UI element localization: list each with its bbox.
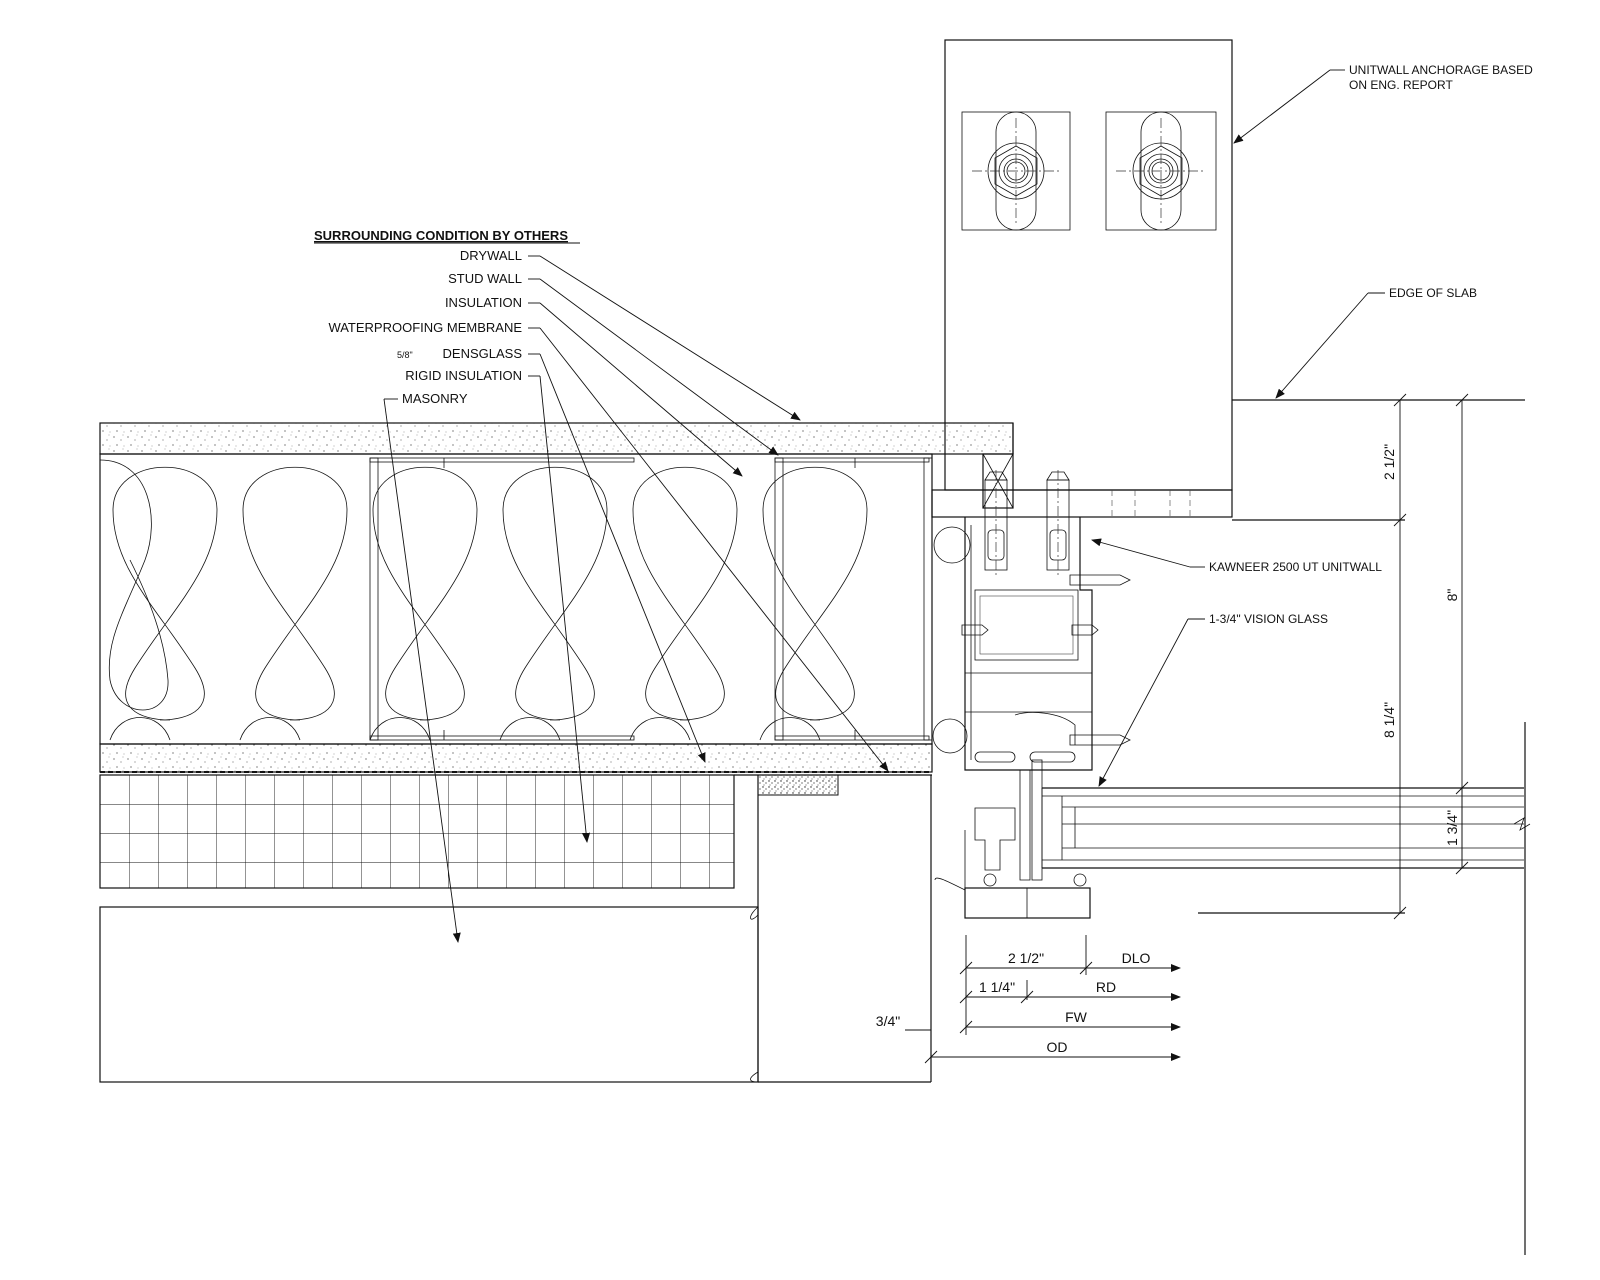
anchor-bolt-right <box>1105 111 1217 231</box>
batt-loop <box>112 467 218 721</box>
label-anchorage-line2: ON ENG. REPORT <box>1349 78 1453 92</box>
label-vision-glass: 1-3/4" VISION GLASS <box>1209 612 1328 626</box>
dim-top-offset: 2 1/2" <box>1381 444 1397 480</box>
vertical-dimensions <box>1393 393 1469 920</box>
batt-arc <box>369 717 431 741</box>
batt-loop <box>112 509 205 721</box>
batt-loop <box>632 509 725 721</box>
label-kawneer-unitwall: KAWNEER 2500 UT UNITWALL <box>1209 560 1382 574</box>
wall-assembly <box>99 422 1014 1083</box>
label-densglass: DENSGLASS <box>443 346 523 361</box>
batt-arc <box>499 717 561 741</box>
dim-fw: FW <box>1065 1009 1088 1025</box>
label-leaders <box>383 255 889 943</box>
batt-loop <box>762 467 868 721</box>
dim-sightline: 2 1/2" <box>1008 950 1044 966</box>
batt-loop <box>372 509 465 721</box>
batt-arc <box>759 717 821 741</box>
batt-arc <box>109 717 171 741</box>
dim-frame-depth: 8 1/4" <box>1381 702 1397 738</box>
dim-gap: 3/4" <box>876 1013 900 1029</box>
surrounding-condition-title: SURROUNDING CONDITION BY OTHERS <box>314 228 568 243</box>
dim-glass-thickness: 1 3/4" <box>1444 810 1460 846</box>
label-drywall: DRYWALL <box>460 248 522 263</box>
label-edge-of-slab: EDGE OF SLAB <box>1389 286 1477 300</box>
dim-bite: 1 1/4" <box>979 979 1015 995</box>
bottom-dimensions <box>905 935 1181 1065</box>
batt-arc <box>629 717 691 741</box>
label-rigid-insulation: RIGID INSULATION <box>405 368 522 383</box>
kawneer-frame <box>932 470 1131 919</box>
dim-rd: RD <box>1096 979 1116 995</box>
right-leaders <box>1091 69 1385 787</box>
dim-dlo: DLO <box>1122 950 1151 966</box>
batt-loop <box>632 467 738 721</box>
label-waterproofing-membrane: WATERPROOFING MEMBRANE <box>328 320 522 335</box>
batt-loop <box>502 467 608 721</box>
dim-overall: 8" <box>1444 589 1460 602</box>
batt-loop <box>372 467 478 721</box>
batt-insulation <box>99 459 169 711</box>
label-insulation: INSULATION <box>445 295 522 310</box>
batt-arc <box>239 717 301 741</box>
label-densglass-fraction: 5/8" <box>397 350 413 360</box>
dim-od: OD <box>1047 1039 1068 1055</box>
batt-loop <box>762 509 855 721</box>
batt-loop <box>242 509 335 721</box>
label-anchorage-line1: UNITWALL ANCHORAGE BASED <box>1349 63 1533 77</box>
vision-glass <box>1041 787 1531 869</box>
batt-loop <box>242 467 348 721</box>
anchor-bolt-left <box>961 111 1071 231</box>
label-masonry: MASONRY <box>402 391 468 406</box>
label-stud-wall: STUD WALL <box>448 271 522 286</box>
batt-loop <box>502 509 595 721</box>
